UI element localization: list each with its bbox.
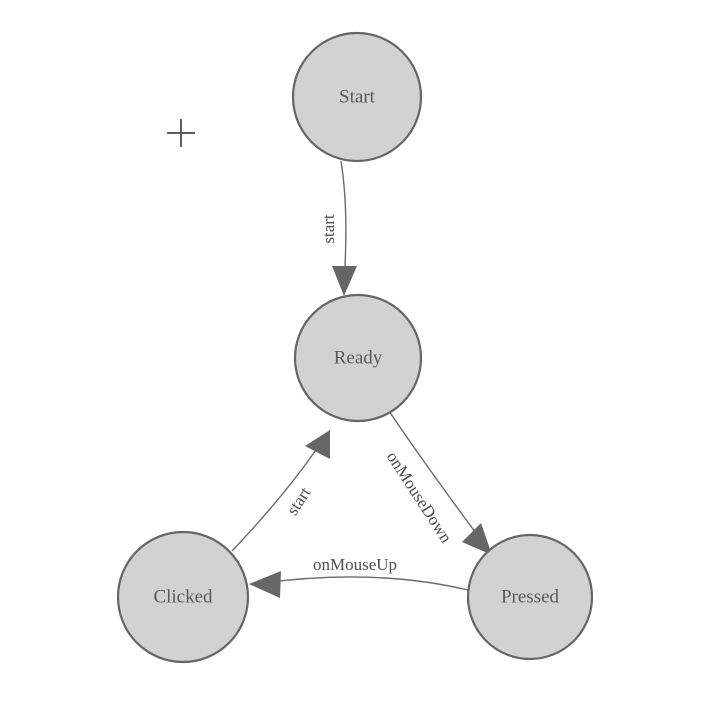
arrowhead-clicked-right [249, 571, 281, 598]
edge-path-clicked-to-ready [231, 440, 323, 552]
edge-label-pressed-to-clicked: onMouseUp [313, 555, 397, 574]
node-pressed[interactable]: Pressed [466, 533, 594, 661]
arrowhead-ready-top [332, 266, 357, 296]
arrowhead-ready-bottomleft [305, 430, 330, 459]
edge-label-start-to-ready: start [319, 214, 338, 244]
edge-path-pressed-to-clicked [262, 576, 469, 591]
node-clicked-circle[interactable] [116, 530, 250, 664]
node-start-circle[interactable] [291, 31, 423, 163]
node-start-label: Start [339, 86, 376, 107]
node-clicked-label: Clicked [153, 586, 213, 607]
node-ready[interactable]: Ready [293, 293, 423, 423]
node-clicked[interactable]: Clicked [116, 530, 250, 664]
node-pressed-circle[interactable] [466, 533, 594, 661]
edge-clicked-to-ready[interactable]: start [231, 430, 330, 552]
node-ready-circle[interactable] [293, 293, 423, 423]
edge-pressed-to-clicked[interactable]: onMouseUp [249, 555, 469, 598]
edge-start-to-ready[interactable]: start [319, 160, 357, 296]
edge-ready-to-pressed[interactable]: onMouseDown [383, 410, 492, 555]
crosshair-icon [167, 119, 195, 147]
arrowhead-pressed-topleft [462, 523, 492, 555]
edge-label-ready-to-pressed: onMouseDown [383, 448, 456, 547]
node-start[interactable]: Start [291, 31, 423, 163]
node-ready-label: Ready [334, 347, 383, 368]
node-pressed-label: Pressed [501, 586, 560, 607]
